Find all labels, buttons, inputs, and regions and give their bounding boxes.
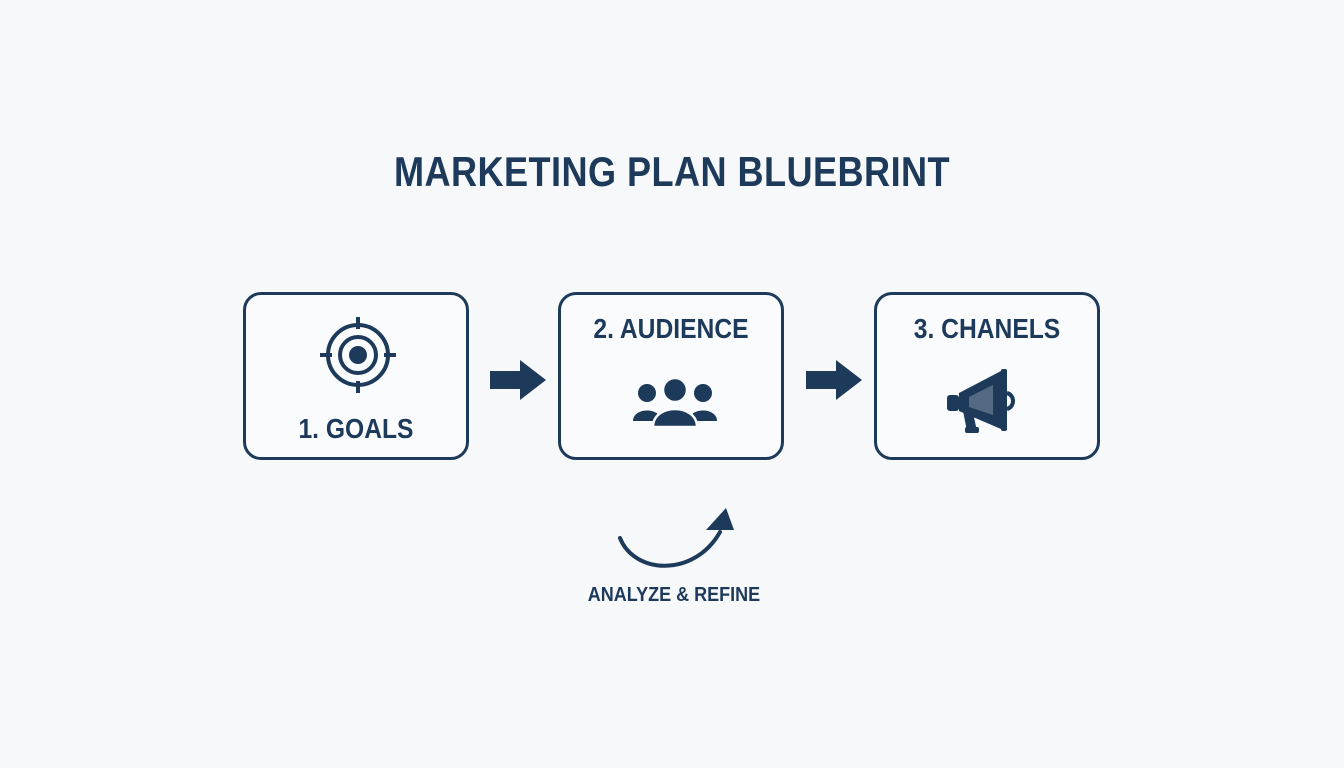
- curved-arrow-icon: [618, 508, 734, 568]
- step-audience-box: 2. AUDIENCE: [558, 292, 784, 460]
- step-goals-box: 1. GOALS: [243, 292, 469, 460]
- step-audience-label: 2. AUDIENCE: [593, 313, 749, 344]
- step-channels-box: 3. CHANELS: [874, 292, 1100, 460]
- flow-arrow-1: [490, 360, 546, 400]
- flow-arrow-2: [806, 360, 862, 400]
- step-goals-label: 1. GOALS: [298, 413, 414, 444]
- diagram-title: MARKETING PLAN BLUEBRINT: [393, 148, 951, 195]
- step-channels-label: 3. CHANELS: [913, 313, 1061, 344]
- target-icon: [320, 317, 396, 393]
- loop-label: ANALYZE & REFINE: [587, 584, 761, 606]
- people-icon: [633, 377, 717, 429]
- megaphone-icon: [947, 369, 1015, 433]
